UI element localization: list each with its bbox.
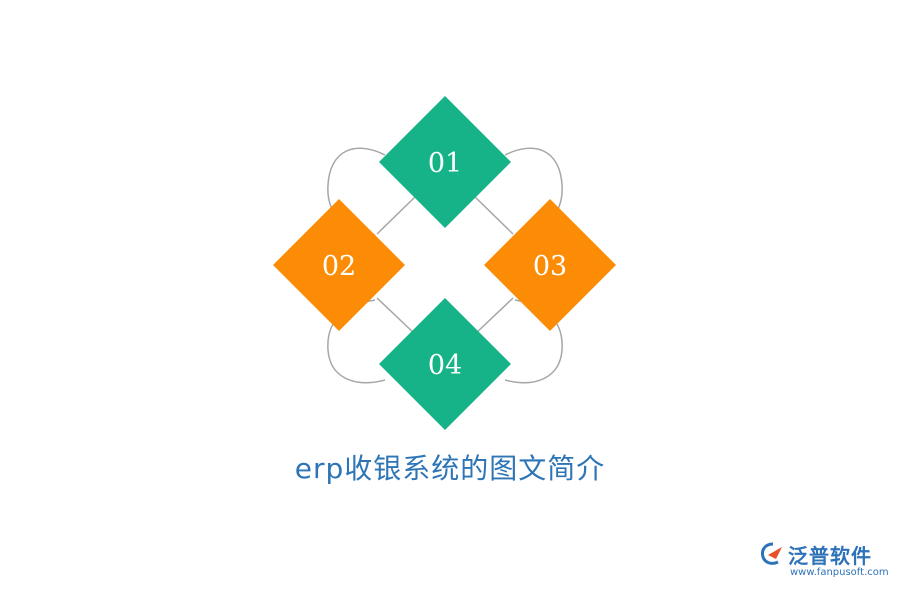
diamond-01-label: 01 bbox=[428, 148, 462, 179]
diamond-03: 03 bbox=[484, 199, 616, 331]
diamond-02-label: 02 bbox=[322, 251, 356, 282]
brand-url: www.fanpusoft.com bbox=[790, 567, 889, 578]
diamond-04: 04 bbox=[379, 298, 511, 430]
ring-link-4 bbox=[473, 297, 514, 336]
diagram-caption: erp收银系统的图文简介 bbox=[294, 452, 606, 485]
ring-link-2 bbox=[473, 195, 514, 235]
brand-logo: 泛普软件 www.fanpusoft.com bbox=[758, 540, 889, 586]
ring-link-1 bbox=[376, 195, 417, 235]
diamond-02: 02 bbox=[273, 199, 405, 331]
diamond-04-label: 04 bbox=[428, 350, 462, 381]
diamond-diagram: 01 02 03 04 bbox=[273, 96, 616, 430]
diamond-03-shape bbox=[484, 199, 616, 331]
diamond-04-shape bbox=[379, 298, 511, 430]
diamond-02-shape bbox=[273, 199, 405, 331]
diamond-01: 01 bbox=[379, 96, 511, 228]
fanpu-logo-icon bbox=[761, 542, 782, 565]
diamond-03-label: 03 bbox=[533, 251, 567, 282]
ring-link-3 bbox=[376, 297, 417, 336]
brand-name: 泛普软件 bbox=[788, 544, 872, 568]
diamond-01-shape bbox=[379, 96, 511, 228]
